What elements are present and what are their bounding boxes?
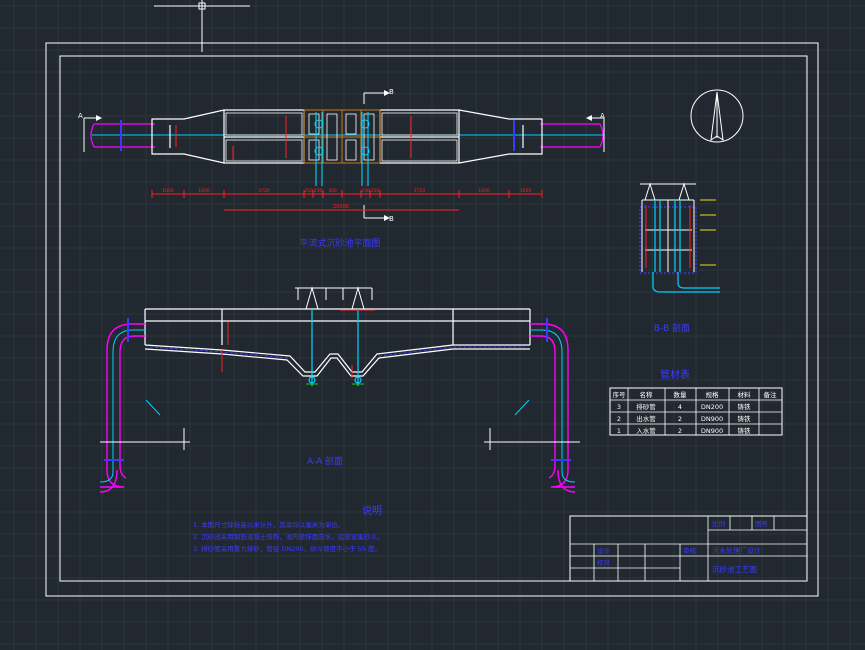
bom-cell: 2	[678, 427, 682, 435]
bom-header-cell: 规格	[706, 390, 720, 399]
section-bb: B-B 剖面	[639, 182, 720, 334]
section-mark-a-right: A	[600, 112, 605, 120]
dim-label: 250	[361, 188, 370, 194]
bom-cell: 4	[678, 403, 682, 411]
tb-project: 污水处理厂设计	[712, 546, 761, 555]
dim-label: 1000	[478, 188, 490, 194]
bom-header-cell: 材料	[738, 390, 752, 399]
bom-cell: 排砂管	[636, 402, 656, 411]
note-line-1: 1. 本图尺寸除标高以米计外，其余均以毫米为单位。	[193, 520, 344, 529]
bom-cell: 铸铁	[738, 414, 752, 423]
plan-title: 平流式沉砂池平面图	[299, 237, 380, 249]
dim-label: 1000	[198, 188, 210, 194]
dim-label: 250	[304, 188, 313, 194]
inner-frame	[59, 55, 808, 582]
bom-cell: 2	[617, 415, 621, 423]
dim-label: 3720	[258, 188, 270, 194]
bom-header-cell: 序号	[613, 390, 627, 399]
dim-label: 1000	[162, 188, 174, 194]
bom-cell: 铸铁	[738, 402, 752, 411]
tb-cell-number: 图号	[755, 520, 769, 528]
bom-cell: DN900	[701, 427, 723, 435]
outer-frame	[45, 42, 819, 597]
bom-cell: 入水管	[636, 426, 656, 435]
section-mark-b-top: B	[389, 88, 394, 96]
dim-label: 1000	[520, 188, 532, 194]
notes-title: 说明	[362, 504, 382, 517]
section-bb-title: B-B 剖面	[654, 322, 690, 334]
dim-label: 250	[371, 188, 380, 194]
dim-label: 300	[328, 188, 337, 194]
bom-cell: DN200	[701, 403, 723, 411]
dim-label: 250	[314, 188, 323, 194]
section-aa: A-A 剖面	[99, 286, 580, 493]
note-line-2: 2. 沉砂池采用钢筋混凝土结构，池内壁抹面防水，底部设集砂斗。	[193, 532, 383, 541]
tb-drawing-name: 沉砂池工艺图	[712, 564, 757, 574]
section-aa-title: A-A 剖面	[307, 455, 343, 467]
bom-cell: 2	[678, 415, 682, 423]
bom-header-cell: 备注	[764, 390, 778, 399]
bom-cell: 3	[617, 403, 621, 411]
bom-title: 管材表	[660, 368, 690, 381]
note-line-3: 3. 排砂管采用重力排砂，管径 DN200，砂斗坡度不小于 55 度。	[193, 544, 381, 553]
tb-cell-scale: 比例	[712, 519, 725, 528]
notes-block: 说明 1. 本图尺寸除标高以米计外，其余均以毫米为单位。 2. 沉砂池采用钢筋混…	[193, 504, 383, 553]
dim-label: 3720	[414, 188, 426, 194]
north-arrow-icon	[690, 89, 744, 143]
bom-cell: 1	[617, 427, 621, 435]
section-mark-b-bottom: B	[389, 215, 394, 223]
bom-cell: 出水管	[636, 414, 656, 423]
title-block: 设计 校对 审核 比例 图号 污水处理厂设计 沉砂池工艺图	[569, 515, 808, 582]
dim-total-label: 20000	[333, 204, 349, 210]
bom-cell: 铸铁	[738, 426, 752, 435]
tb-cell-review: 审核	[683, 546, 697, 555]
bom-header-cell: 数量	[674, 390, 688, 399]
tb-cell-design: 设计	[597, 546, 611, 555]
bom-header-cell: 名称	[640, 390, 654, 399]
section-mark-a-left: A	[78, 112, 83, 120]
bom-cell: DN900	[701, 415, 723, 423]
tb-cell-check: 校对	[597, 558, 611, 567]
